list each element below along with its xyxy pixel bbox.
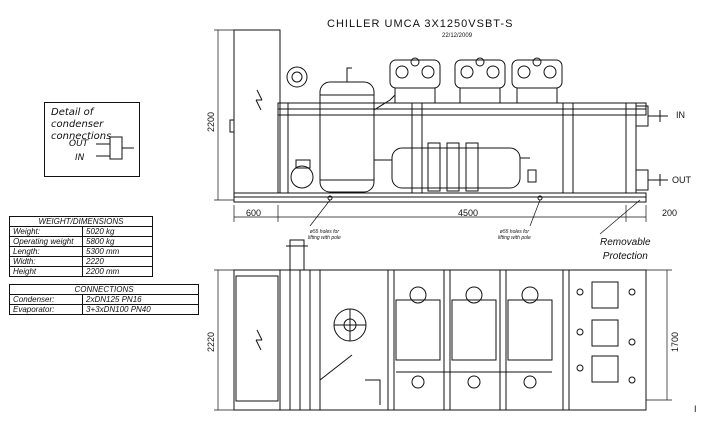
compressor-1 — [389, 57, 441, 104]
elevation-dimensions — [214, 29, 647, 235]
detail-drawing — [96, 136, 134, 160]
plan-dimensions — [214, 269, 672, 411]
weight-dimensions-table: WEIGHT/DIMENSIONS Weight:5020 kg Operati… — [9, 216, 153, 277]
connections-table: CONNECTIONS Condenser:2xDN125 PN16 Evapo… — [9, 284, 199, 315]
compressor-3 — [511, 57, 563, 104]
hole-note-left: ø55 holes for lifting with pole — [308, 229, 341, 241]
elevation-view — [229, 29, 668, 203]
plan-view — [233, 239, 647, 411]
dim-depth-plan: 1700 — [670, 331, 680, 352]
dim-length: 4500 — [458, 208, 479, 218]
in-label: IN — [676, 110, 685, 120]
table-row: Evaporator:3+3xDN100 PN40 — [9, 304, 199, 315]
page-mark: I — [694, 404, 697, 414]
table-row: Condenser:2xDN125 PN16 — [9, 294, 199, 305]
out-label: OUT — [672, 175, 691, 185]
dim-left-offset: 600 — [246, 208, 262, 218]
table-row: Weight:5020 kg — [9, 226, 153, 237]
dim-height-elevation: 2200 — [206, 111, 216, 132]
table-row: Width:2220 — [9, 256, 153, 267]
dim-right-offset: 200 — [662, 208, 678, 218]
drawing-title: CHILLER UMCA 3X1250VSBT-S — [327, 18, 514, 30]
dim-width-plan: 2220 — [206, 331, 216, 352]
detail-out-label: OUT — [69, 139, 89, 149]
table-row: Length:5300 mm — [9, 246, 153, 257]
detail-in-label: IN — [75, 153, 85, 163]
condenser-detail-box: Detail of condenser connections OUT IN — [44, 102, 140, 177]
compressor-2 — [454, 57, 506, 104]
hole-note-right: ø55 holes for lifting with pole — [498, 229, 531, 241]
weight-table-header: WEIGHT/DIMENSIONS — [9, 216, 153, 227]
removable-protection-note: Removable Protection — [600, 237, 651, 262]
connections-table-header: CONNECTIONS — [9, 284, 199, 295]
detail-title: Detail of condenser connections — [51, 107, 112, 142]
drawing-date: 22/12/2009 — [442, 33, 473, 39]
